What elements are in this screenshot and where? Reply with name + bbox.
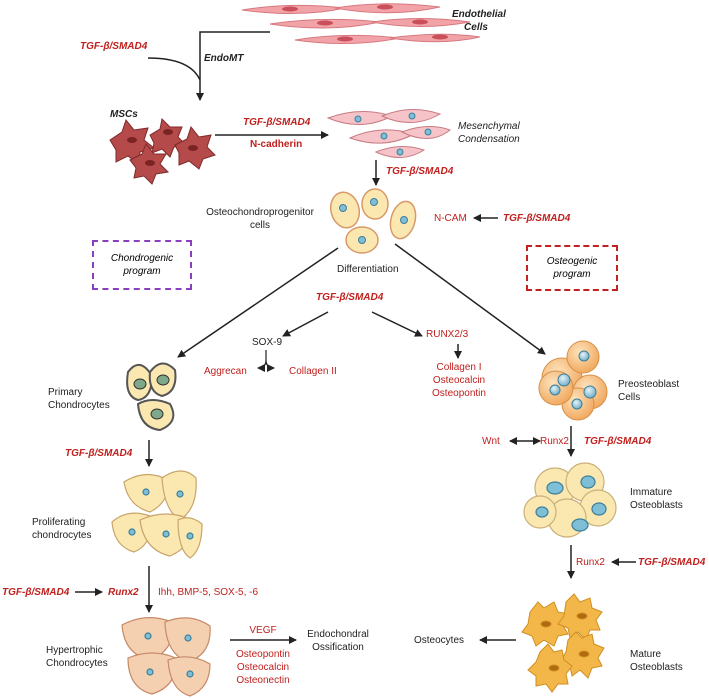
endomt-label: EndoMT	[204, 53, 244, 64]
osteocytes-label: Osteocytes	[414, 635, 465, 646]
ncadherin-label: N-cadherin	[250, 139, 303, 150]
primary-chondrocytes-image	[126, 362, 177, 432]
osteopontin-hyp-label: Osteopontin	[236, 649, 290, 660]
osteonectin-label: Osteonectin	[236, 675, 290, 686]
proliferating-chondrocytes-image	[111, 470, 203, 559]
proliferating-label: Proliferating chondrocytes	[32, 517, 92, 541]
tgf-primary-label: TGF-β/SMAD4	[65, 448, 133, 459]
mature-osteoblasts-image	[521, 593, 605, 693]
tgf-diff-label: TGF-β/SMAD4	[316, 292, 384, 303]
osteochondro-label: Osteochondroprogenitor cells	[206, 207, 314, 231]
mscs-cells-image	[109, 117, 216, 185]
mesenchymal-label: Mesenchymal Condensation	[458, 121, 520, 145]
chondro-diverge-arrow	[177, 247, 339, 358]
aggrecan-label: Aggrecan	[204, 366, 247, 377]
hypertrophic-label: Hypertrophic Chondrocytes	[46, 645, 108, 669]
osteopontin-label: Osteopontin	[432, 388, 486, 399]
collagen2-label: Collagen II	[289, 366, 337, 377]
osteogenic-program-box: Osteogenic program	[526, 245, 618, 291]
sox9-aggrecan-branch	[257, 350, 267, 372]
to-sox9-arrow	[282, 311, 329, 337]
preosteoblast-cells-image	[538, 340, 608, 421]
tgf-condensation-label: TGF-β/SMAD4	[386, 166, 454, 177]
mature-label: Mature Osteoblasts	[630, 649, 683, 673]
preosteoblast-label: Preosteoblast Cells	[618, 379, 680, 403]
immature-label: Immature Osteoblasts	[630, 487, 683, 511]
chondrogenic-program-box: Chondrogenic program	[92, 240, 192, 290]
tgf-endomt-connector	[147, 57, 201, 81]
endomt-arrow	[196, 31, 270, 101]
differentiation-label: Differentiation	[337, 264, 399, 275]
tgf-msc-label: TGF-β/SMAD4	[243, 117, 311, 128]
immature-osteoblasts-image	[523, 462, 617, 538]
runx2-hyp-label: Runx2	[108, 587, 139, 598]
osteo-diverge-arrow	[394, 243, 546, 355]
wnt-label: Wnt	[482, 436, 500, 447]
ihh-label: Ihh, BMP-5, SOX-5, -6	[158, 587, 259, 598]
sox9-label: SOX-9	[252, 337, 283, 348]
sox9-collagen-branch	[265, 359, 275, 372]
mscs-label: MSCs	[110, 109, 138, 120]
primary-chondrocytes-label: Primary Chondrocytes	[48, 387, 110, 411]
ncam-label: N-CAM	[434, 213, 467, 224]
runx2-preosteo-label: Runx2	[540, 436, 569, 447]
runx23-label: RUNX2/3	[426, 329, 469, 340]
tgf-ncam-label: TGF-β/SMAD4	[503, 213, 571, 224]
to-runx23-arrow	[371, 311, 423, 337]
runx2-immature-label: Runx2	[576, 557, 605, 568]
tgf-immature-label: TGF-β/SMAD4	[638, 557, 706, 568]
mesenchymal-condensation-image	[326, 109, 452, 158]
osteocalcin-label: Osteocalcin	[432, 375, 486, 386]
endochondral-label: Endochondral Ossification	[307, 629, 369, 653]
hypertrophic-chondrocytes-image	[121, 617, 211, 697]
osteocalcin-hyp-label: Osteocalcin	[236, 662, 290, 673]
vegf-label: VEGF	[249, 625, 277, 636]
tgf-prolif-label: TGF-β/SMAD4	[2, 587, 70, 598]
tgf-preosteo-label: TGF-β/SMAD4	[584, 436, 652, 447]
endothelial-label: Endothelial Cells	[452, 9, 506, 33]
collagen1-label: Collagen I	[436, 362, 482, 373]
tgf-endomt-label: TGF-β/SMAD4	[80, 41, 148, 52]
endothelial-cells-image	[241, 3, 481, 45]
osteochondroprogenitor-cells-image	[329, 188, 417, 254]
